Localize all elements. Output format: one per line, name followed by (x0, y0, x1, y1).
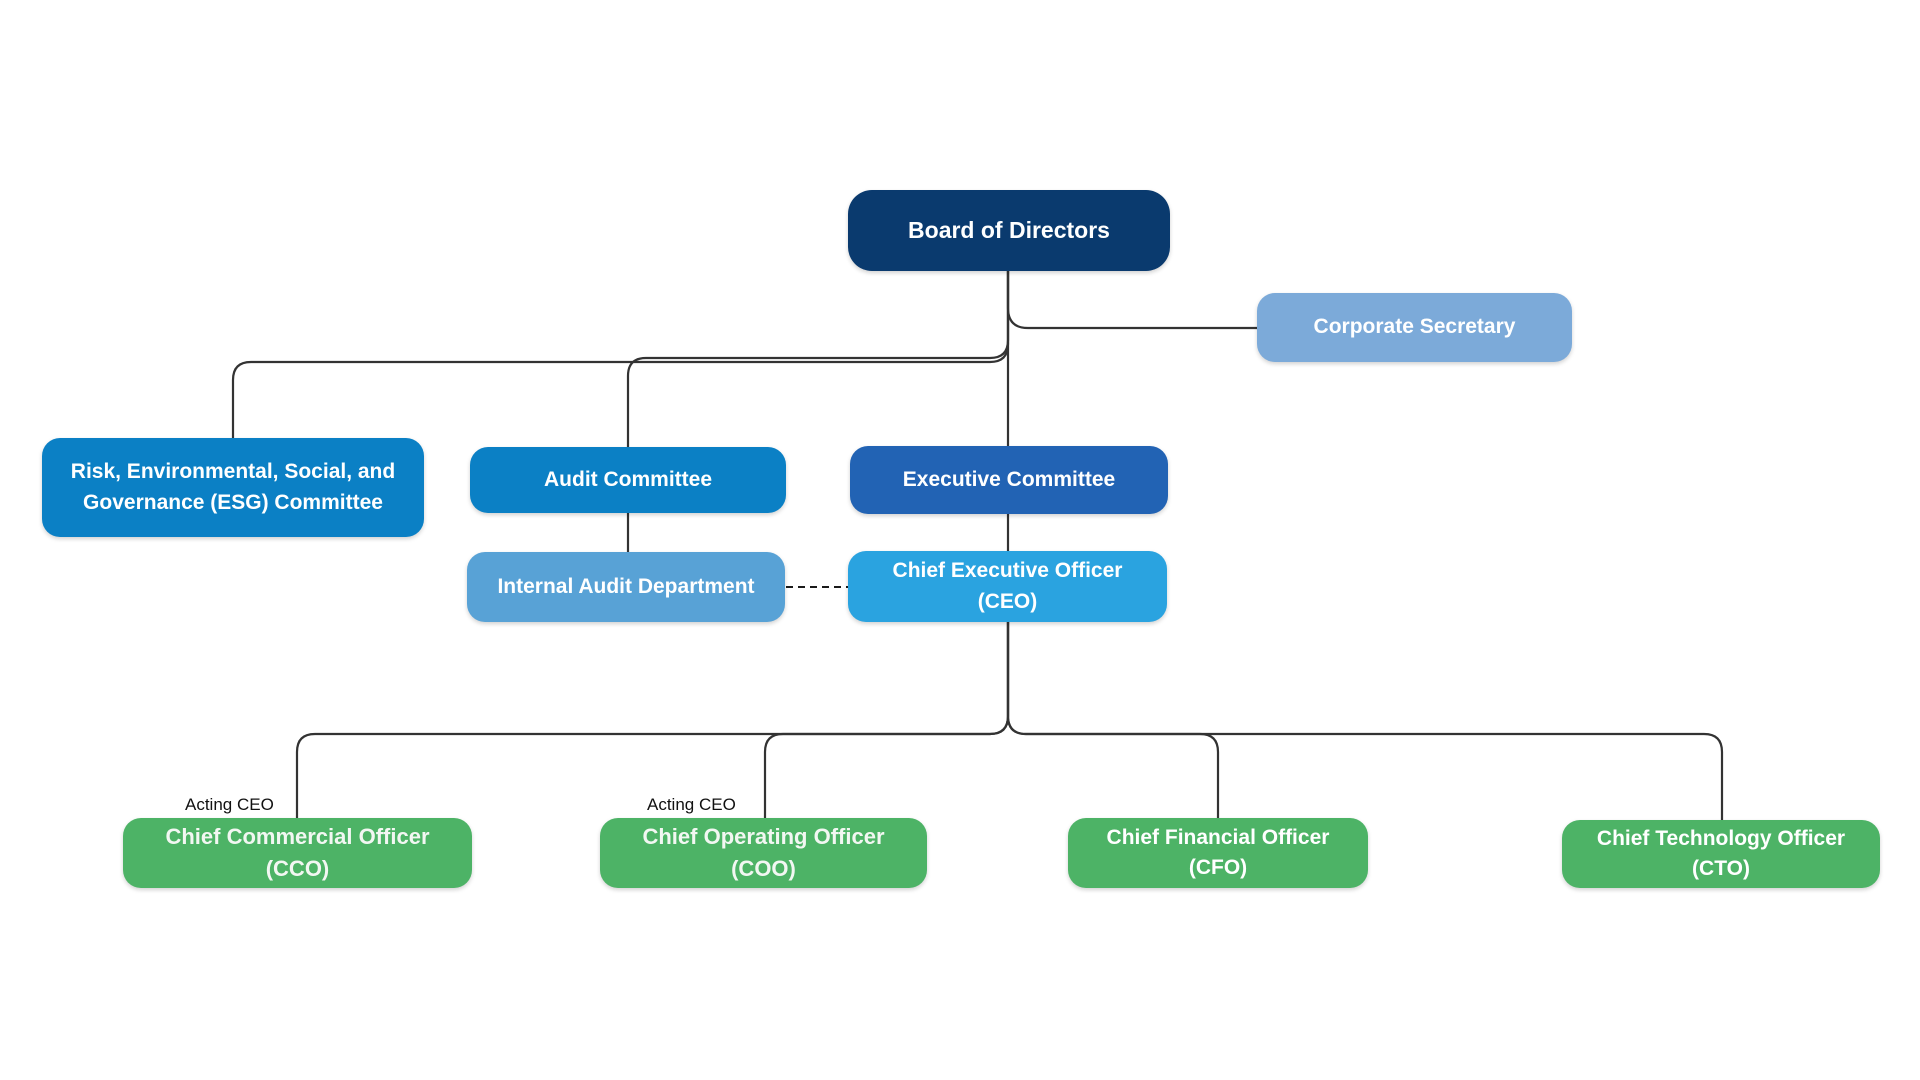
edge-ceo-to-cto (1006, 622, 1724, 820)
node-chief-operating-officer: Chief Operating Officer (COO) (600, 818, 927, 888)
node-internal-audit-department: Internal Audit Department (467, 552, 785, 622)
edge-ceo-to-cco (295, 622, 1010, 818)
node-chief-executive-officer: Chief Executive Officer (CEO) (848, 551, 1167, 622)
edge-ceo-to-cfo (1006, 622, 1220, 818)
node-board-of-directors: Board of Directors (848, 190, 1170, 271)
acting-ceo-label-cco: Acting CEO (185, 795, 274, 814)
edge-ceo-to-coo (763, 622, 1010, 818)
node-chief-technology-officer: Chief Technology Officer (CTO) (1562, 820, 1880, 888)
edge-board-to-corporate-secretary (1006, 271, 1257, 330)
acting-ceo-label-coo: Acting CEO (647, 795, 736, 814)
edge-board-to-audit-committee (626, 271, 1010, 447)
node-esg-committee: Risk, Environmental, Social, and Governa… (42, 438, 424, 537)
node-audit-committee: Audit Committee (470, 447, 786, 513)
node-chief-commercial-officer: Chief Commercial Officer (CCO) (123, 818, 472, 888)
edge-board-to-esg-committee (231, 271, 1010, 438)
node-corporate-secretary: Corporate Secretary (1257, 293, 1572, 362)
node-chief-financial-officer: Chief Financial Officer (CFO) (1068, 818, 1368, 888)
node-executive-committee: Executive Committee (850, 446, 1168, 514)
